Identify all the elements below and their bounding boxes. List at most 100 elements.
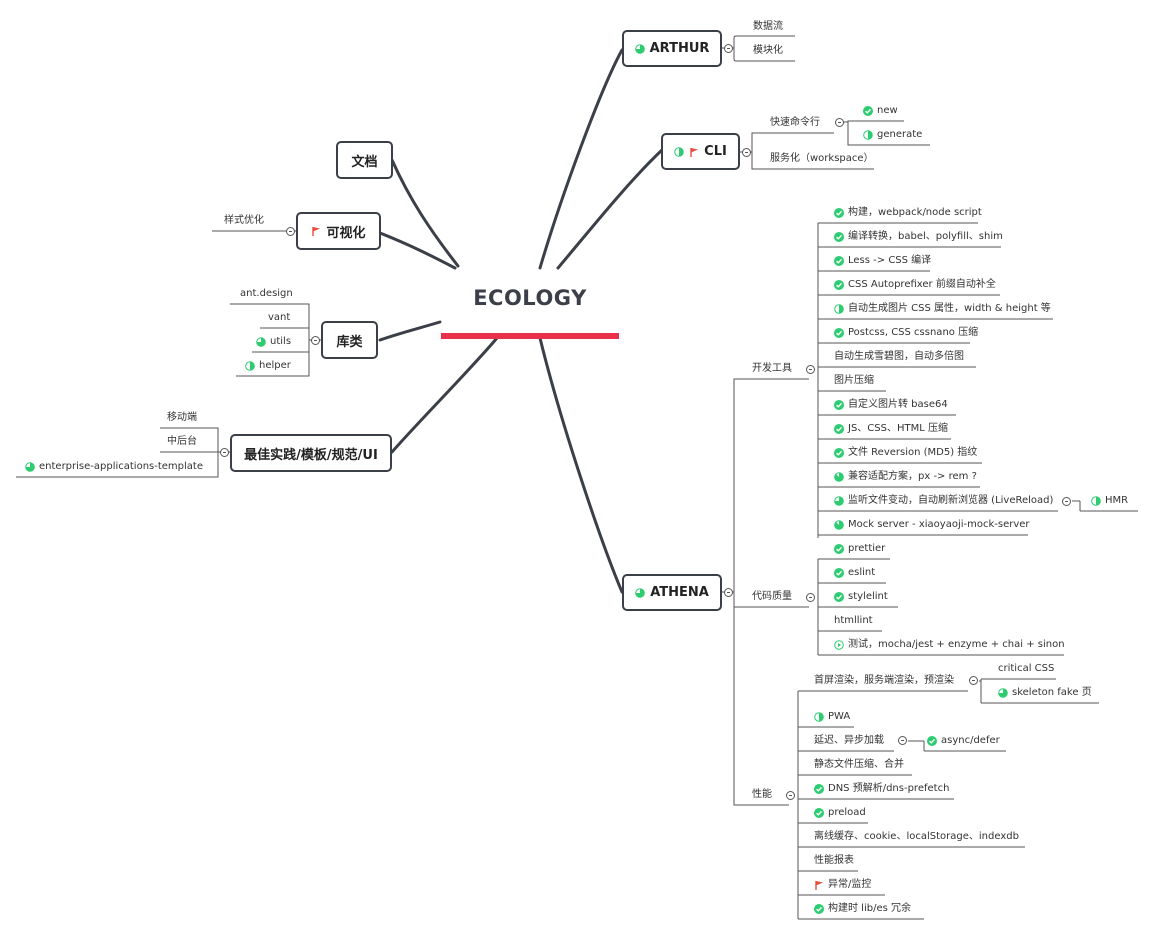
leaf-devtool: Postcss, CSS cssnano 压缩 [834,323,978,343]
leaf-performance: 性能报表 [814,855,854,866]
collapse-toggle[interactable] [220,448,229,457]
leaf-style-optimization: 样式优化 [224,215,264,226]
leaf-code-quality: prettier [834,539,885,559]
node-best-practices-label: 最佳实践/模板/规范/UI [244,447,378,463]
progress-75-icon [635,587,645,598]
leaf-devtool: 图片压缩 [834,375,874,386]
group-code-quality: 代码质量 [752,591,792,602]
group-devtools: 开发工具 [752,363,792,374]
flag-icon [312,227,321,236]
check-icon [834,592,844,602]
node-libraries-label: 库类 [336,334,363,350]
check-icon [834,208,844,218]
progress-75-icon [25,462,35,472]
collapse-toggle[interactable] [724,588,733,597]
root-underline [441,333,619,339]
progress-75-icon [998,688,1008,698]
leaf-arthur-child: 模块化 [753,45,783,56]
node-doc-label: 文档 [351,154,378,170]
check-icon [814,784,824,794]
root-title: ECOLOGY [473,286,587,310]
progress-88-icon [834,472,844,482]
node-cli-label: CLI [704,144,727,159]
collapse-toggle[interactable] [286,227,295,236]
leaf-performance: 离线缓存、cookie、localStorage、indexdb [814,831,1019,842]
leaf-quick-command: 快速命令行 [770,117,820,128]
progress-75-icon [834,496,844,506]
leaf-devtool: CSS Autoprefixer 前缀自动补全 [834,275,996,295]
progress-75-icon [634,43,645,54]
leaf-library: vant [268,312,291,323]
leaf-devtool: 自动生成雪碧图，自动多倍图 [834,351,964,362]
node-visualization[interactable]: 可视化 [296,212,381,250]
progress-75-icon [256,337,266,347]
check-icon [834,544,844,554]
leaf-async-defer: async/defer [927,731,1000,751]
node-athena[interactable]: ATHENA [622,574,722,611]
node-cli[interactable]: CLI [661,133,740,170]
collapse-toggle[interactable] [806,365,815,374]
check-icon [834,280,844,290]
progress-50-icon [245,361,255,371]
check-icon [834,424,844,434]
leaf-performance: preload [814,803,866,823]
collapse-toggle[interactable] [724,44,733,53]
node-doc[interactable]: 文档 [336,141,393,179]
progress-88-icon [834,520,844,530]
leaf-service: 服务化（workspace） [770,153,874,164]
leaf-devtool: 兼容适配方案，px -> rem ? [834,467,977,487]
group-performance: 性能 [752,789,772,800]
leaf-library: ant.design [240,288,293,299]
leaf-hmr: HMR [1091,491,1128,511]
leaf-best-practice: enterprise-applications-template [25,457,203,477]
check-icon [834,256,844,266]
leaf-arthur-child: 数据流 [753,21,783,32]
leaf-devtool: Mock server - xiaoyaoji-mock-server [834,515,1030,535]
check-icon [814,808,824,818]
collapse-toggle[interactable] [1062,497,1071,506]
check-icon [834,400,844,410]
node-arthur[interactable]: ARTHUR [622,30,722,67]
collapse-toggle[interactable] [742,148,751,157]
progress-50-icon [814,712,824,722]
check-icon [834,568,844,578]
collapse-toggle[interactable] [969,676,978,685]
node-libraries[interactable]: 库类 [321,321,378,359]
leaf-performance: DNS 预解析/dns-prefetch [814,779,949,799]
flag-icon [690,147,699,157]
leaf-code-quality: stylelint [834,587,888,607]
leaf-best-practice: 移动端 [167,412,197,423]
leaf-devtool: 构建，webpack/node script [834,203,982,223]
node-visualization-label: 可视化 [326,225,366,241]
collapse-toggle[interactable] [311,336,320,345]
leaf-devtool: 自动生成图片 CSS 属性，width & height 等 [834,299,1051,319]
leaf-skeleton: skeleton fake 页 [998,683,1092,703]
flag-icon [815,881,823,890]
leaf-library: utils [256,332,291,352]
collapse-toggle[interactable] [835,118,844,127]
leaf-performance: 构建时 lib/es 冗余 [814,899,911,919]
leaf-critical-css: critical CSS [998,663,1055,674]
node-athena-label: ATHENA [650,585,709,600]
progress-50-icon [834,304,844,314]
progress-50-icon [1091,496,1101,506]
leaf-first-screen: 首屏渲染，服务端渲染，预渲染 [814,675,954,686]
progress-50-icon [674,146,684,157]
leaf-devtool: 监听文件变动，自动刷新浏览器 (LiveReload) [834,491,1053,511]
node-best-practices[interactable]: 最佳实践/模板/规范/UI [230,434,392,472]
leaf-library: helper [245,356,291,376]
collapse-toggle[interactable] [806,593,815,602]
collapse-toggle[interactable] [898,736,907,745]
leaf-performance: 静态文件压缩、合并 [814,759,904,770]
leaf-code-quality: htmllint [834,615,873,626]
leaf-cli-command: generate [863,125,922,145]
leaf-code-quality: eslint [834,563,875,583]
leaf-devtool: Less -> CSS 编译 [834,251,931,271]
check-icon [834,232,844,242]
check-icon [834,328,844,338]
leaf-devtool: 自定义图片转 base64 [834,395,948,415]
collapse-toggle[interactable] [786,791,795,800]
check-icon [834,448,844,458]
leaf-cli-command: new [863,101,898,121]
